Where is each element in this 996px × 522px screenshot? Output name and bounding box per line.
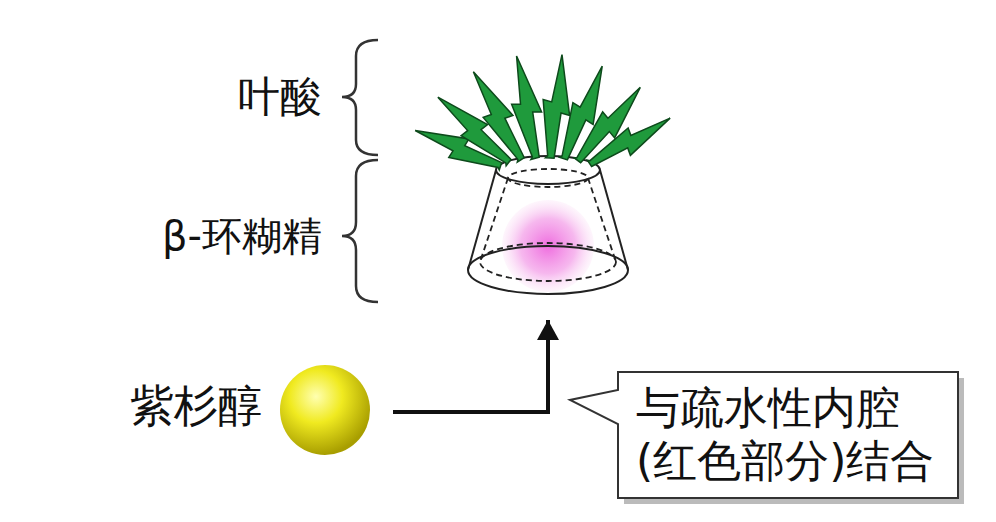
part-label: 叶酸	[238, 72, 322, 122]
drug-ball: 紫杉醇	[128, 362, 393, 458]
paclitaxel-ball	[280, 365, 370, 455]
node-label: 紫杉醇	[130, 380, 262, 433]
callout-text: 与疏水性内腔 (红色部分)结合	[636, 382, 946, 488]
folic-acid-bolts	[410, 54, 675, 177]
cyclodextrin-host: β-环糊精	[110, 150, 645, 320]
brace	[342, 40, 378, 155]
arrow-connector	[393, 320, 548, 412]
brace	[342, 160, 378, 302]
cyclodextrin-cone	[468, 156, 628, 294]
callout-outline	[570, 372, 958, 498]
node-label: β-环糊精	[162, 212, 322, 260]
folic-acid-bolt	[585, 105, 675, 176]
callout-box: 与疏水性内腔 (红色部分)结合	[618, 372, 958, 498]
